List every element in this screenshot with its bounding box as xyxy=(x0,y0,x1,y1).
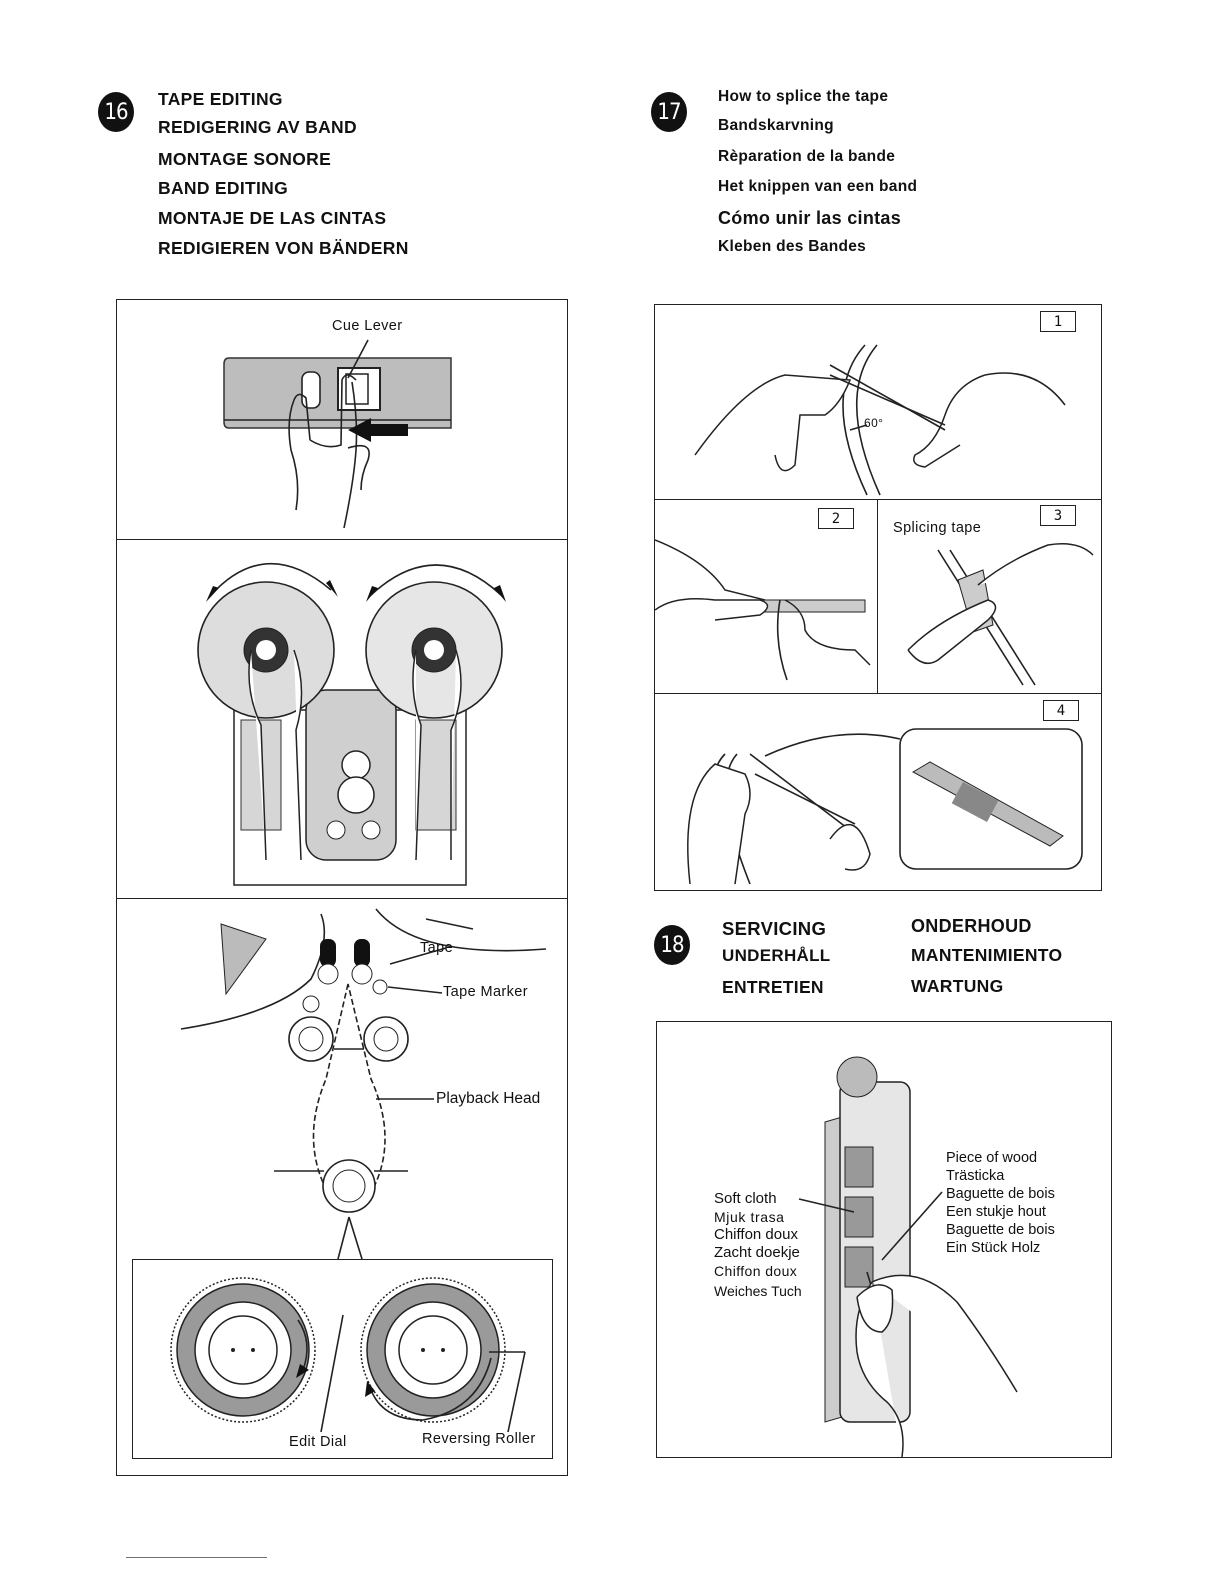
edit-dial-illustration xyxy=(170,1277,526,1433)
soft-cloth-labels: Soft cloth Mjuk trasa Chiffon doux Zacht… xyxy=(714,1190,802,1300)
tape-marker-label: Tape Marker xyxy=(443,984,528,1000)
heading-mantenimiento: MANTENIMIENTO xyxy=(911,945,1063,965)
heading-band-editing: BAND EDITING xyxy=(158,178,288,198)
section-18-badge: 18 xyxy=(654,925,690,965)
divider xyxy=(654,499,1102,500)
heading-bandskarvning: Bandskarvning xyxy=(718,117,834,134)
step-3-press-illustration xyxy=(907,543,1094,686)
angle-label: 60° xyxy=(864,416,884,430)
step-2-overlap-illustration xyxy=(655,539,871,681)
soft-cloth-en: Soft cloth xyxy=(714,1190,777,1207)
heading-redigering: REDIGERING AV BAND xyxy=(158,117,357,137)
step-3-number: 3 xyxy=(1040,505,1076,526)
heading-how-to-splice: How to splice the tape xyxy=(718,88,889,105)
heading-tape-editing: TAPE EDITING xyxy=(158,89,283,109)
wood-nl: Een stukje hout xyxy=(946,1204,1046,1220)
heading-wartung: WARTUNG xyxy=(911,976,1004,996)
wood-es: Baguette de bois xyxy=(946,1222,1055,1238)
footer-line xyxy=(126,1557,267,1558)
heading-redigieren: REDIGIEREN VON BÄNDERN xyxy=(158,238,409,258)
cue-lever-illustration xyxy=(223,339,452,529)
wood-en: Piece of wood xyxy=(946,1150,1038,1166)
soft-cloth-fr: Chiffon doux xyxy=(714,1226,798,1243)
soft-cloth-nl: Zacht doekje xyxy=(714,1244,800,1261)
playback-head-label: Playback Head xyxy=(436,1090,541,1107)
step-1-number: 1 xyxy=(1040,311,1076,332)
divider xyxy=(877,499,878,693)
tape-path-illustration xyxy=(180,908,547,1259)
divider xyxy=(654,693,1102,694)
heading-entretien: ENTRETIEN xyxy=(722,977,824,997)
heading-het-knippen: Het knippen van een band xyxy=(718,178,918,195)
divider xyxy=(116,898,568,899)
soft-cloth-sv: Mjuk trasa xyxy=(714,1209,785,1225)
soft-cloth-de: Weiches Tuch xyxy=(714,1283,802,1299)
wood-sv: Trästicka xyxy=(946,1168,1005,1184)
reel-rewind-illustration xyxy=(197,562,506,886)
divider xyxy=(116,539,568,540)
heading-como-unir: Cómo unir las cintas xyxy=(718,208,902,228)
tape-label: Tape xyxy=(420,940,454,956)
step-1-cut-illustration xyxy=(694,344,1066,496)
heading-onderhoud: ONDERHOUD xyxy=(911,916,1032,936)
heading-montaje: MONTAJE DE LAS CINTAS xyxy=(158,208,387,228)
cue-lever-label: Cue Lever xyxy=(332,318,403,334)
step-4-number: 4 xyxy=(1043,700,1079,721)
reversing-roller-label: Reversing Roller xyxy=(422,1431,536,1447)
section-16-badge: 16 xyxy=(98,92,134,132)
soft-cloth-es: Chiffon doux xyxy=(714,1263,798,1279)
wood-fr: Baguette de bois xyxy=(946,1186,1055,1202)
heading-underhall: UNDERHÅLL xyxy=(722,946,831,965)
head-cleaning-illustration xyxy=(798,1056,1018,1457)
heading-reparation: Rèparation de la bande xyxy=(718,148,896,165)
step-4-trim-illustration xyxy=(687,728,1083,885)
step-2-number: 2 xyxy=(818,508,854,529)
heading-kleben: Kleben des Bandes xyxy=(718,238,867,255)
heading-montage-sonore: MONTAGE SONORE xyxy=(158,149,332,169)
heading-servicing: SERVICING xyxy=(722,918,827,939)
splicing-tape-label: Splicing tape xyxy=(893,520,982,536)
piece-of-wood-labels: Piece of wood Trästicka Baguette de bois… xyxy=(946,1149,1055,1257)
edit-dial-label: Edit Dial xyxy=(289,1434,347,1450)
section-17-badge: 17 xyxy=(651,92,687,132)
wood-de: Ein Stück Holz xyxy=(946,1240,1041,1256)
